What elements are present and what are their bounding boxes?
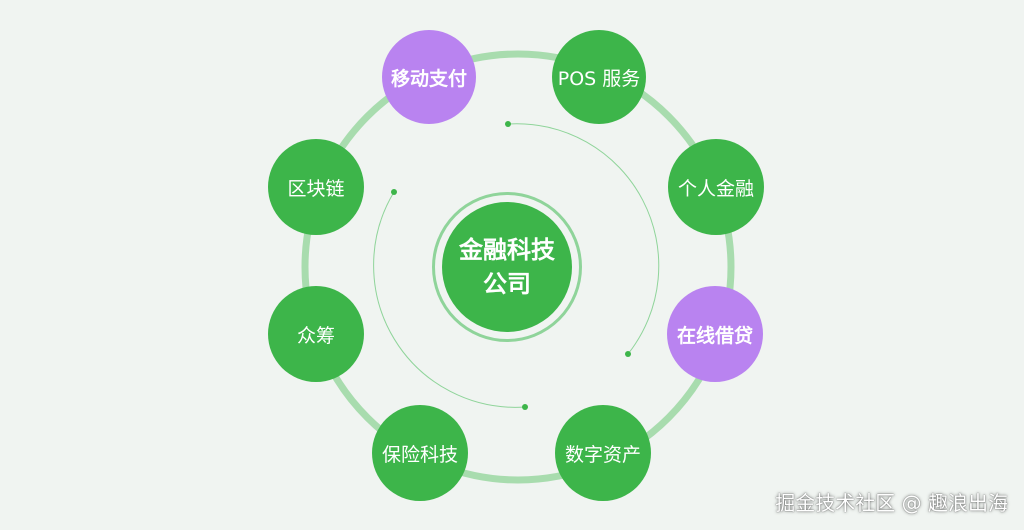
node-mobile-payment: 移动支付: [382, 30, 476, 124]
orbit-dot: [625, 351, 631, 357]
node-crowdfunding: 众筹: [268, 286, 364, 382]
center-title-line1: 金融科技: [459, 236, 555, 264]
inner-orbit-arc: [507, 123, 660, 355]
orbit-dot: [522, 404, 528, 410]
watermark-text: 掘金技术社区 @ 趣浪出海: [775, 491, 1008, 515]
node-digital-assets: 数字资产: [555, 405, 651, 501]
orbit-dot: [505, 121, 511, 127]
node-blockchain: 区块链: [268, 139, 364, 235]
node-insurtech: 保险科技: [372, 405, 468, 501]
orbit-dot: [391, 189, 397, 195]
node-pos-service: POS 服务: [552, 30, 646, 124]
inner-orbit-arc: [373, 191, 526, 408]
outer-orbit-ring: [301, 50, 735, 484]
node-personal-finance: 个人金融: [668, 139, 764, 235]
node-online-lending: 在线借贷: [667, 286, 763, 382]
center-node: 金融科技 公司: [442, 202, 572, 332]
center-title-line2: 公司: [483, 270, 531, 298]
